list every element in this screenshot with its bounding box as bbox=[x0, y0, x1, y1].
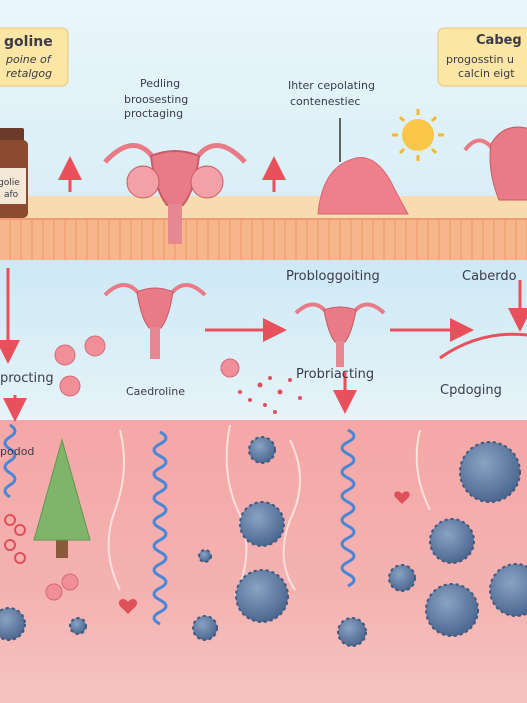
top-left-sub-1: poine of bbox=[6, 53, 51, 66]
pill-icon bbox=[45, 335, 240, 601]
top-right-title: Cabeg bbox=[476, 33, 522, 48]
label-probriacting: Probriacting bbox=[296, 367, 375, 382]
label-caberdo: Caberdo bbox=[462, 269, 517, 284]
tree-icon bbox=[33, 438, 91, 558]
spiral-icon bbox=[3, 423, 356, 626]
tissue-area bbox=[0, 420, 527, 703]
label-cpdoging: Cpdoging bbox=[440, 383, 502, 398]
top-right-sub-2: calcin eigt bbox=[458, 67, 515, 80]
top-right-label-box bbox=[437, 27, 527, 87]
orange-band bbox=[0, 218, 527, 262]
bottle-label-1: golie bbox=[0, 178, 20, 188]
sun-icon bbox=[392, 109, 444, 161]
center-label-b1: Ihter cepolating bbox=[288, 79, 375, 92]
top-left-title: goline bbox=[4, 34, 53, 50]
uterus-icon bbox=[103, 283, 207, 359]
pill-bottle-icon bbox=[0, 128, 28, 218]
center-label-a1: Pedling bbox=[140, 77, 181, 90]
top-left-label-box bbox=[0, 27, 69, 87]
uterus-icon bbox=[103, 143, 247, 244]
center-label-b2: contenestiec bbox=[290, 95, 361, 108]
label-proboggoiting: Probloggoiting bbox=[286, 269, 380, 284]
label-caedroline: Caedroline bbox=[126, 385, 186, 398]
top-right-sub-1: progosstin u bbox=[446, 53, 514, 66]
virus-icon bbox=[0, 436, 527, 647]
top-left-sub-2: retalgog bbox=[6, 67, 53, 80]
heart-icon bbox=[118, 491, 410, 614]
center-label-a3: proctaging bbox=[124, 107, 184, 120]
tissue-lump bbox=[317, 157, 409, 215]
uterus-icon bbox=[294, 302, 386, 367]
center-label-a2: broosesting bbox=[124, 93, 189, 106]
bottle-label-2: afo bbox=[4, 190, 19, 200]
label-procting: procting bbox=[0, 371, 54, 386]
label-podod: podod bbox=[0, 445, 35, 458]
